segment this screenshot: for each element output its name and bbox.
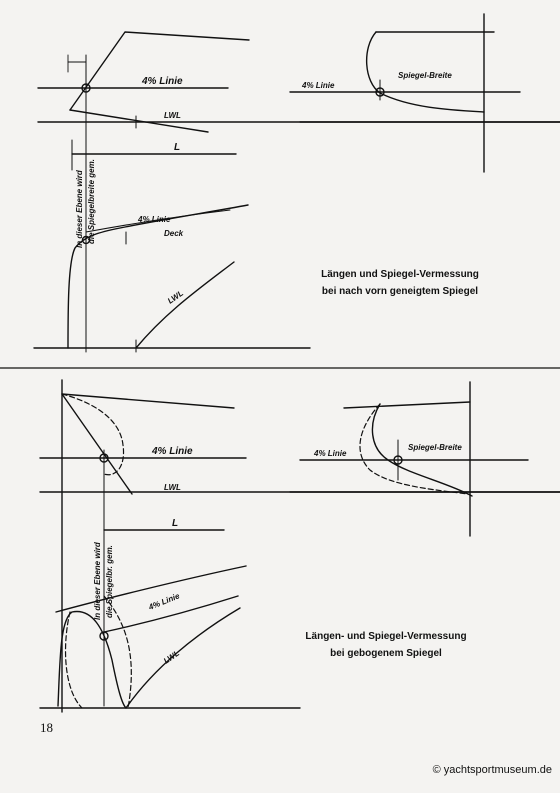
bottom-stern-dashed-curve: [359, 403, 469, 495]
bottom-plan-dashed-1: [64, 611, 83, 709]
top-stern-4pct-label: 4% Linie: [301, 81, 335, 90]
top-l-label: L: [174, 142, 180, 153]
top-plan-view: [33, 204, 311, 353]
top-side-elevation: [37, 31, 560, 353]
bottom-plan-4pct-label: 4% Linie: [146, 591, 181, 612]
bottom-plan-view: [39, 565, 301, 709]
top-caption-line-1: Längen und Spiegel-Vermessung: [321, 269, 479, 280]
bottom-stern-breite-label: Spiegel-Breite: [408, 443, 462, 452]
top-plan-deck-label: Deck: [164, 229, 184, 238]
bottom-caption: Längen- und Spiegel-Vermessung bei gebog…: [266, 628, 506, 662]
bottom-stern-deck-line: [343, 401, 471, 409]
top-plane-label-1: In dieser Ebene wird: [75, 169, 84, 248]
bottom-plan-intersection-marker: [99, 631, 109, 641]
watermark: © yachtsportmuseum.de: [432, 764, 552, 776]
bottom-4pct-label: 4% Linie: [151, 446, 193, 457]
top-stern-view: [289, 13, 560, 173]
bottom-side-intersection-marker: [99, 453, 109, 463]
bottom-plane-label-1: In dieser Ebene wird: [93, 541, 102, 620]
bottom-plan-hull-curve: [57, 610, 127, 709]
bottom-caption-line-2: bei gebogenem Spiegel: [330, 648, 442, 659]
bottom-lwl-label: LWL: [164, 483, 181, 492]
top-bottom-line: [69, 109, 209, 133]
top-lwl-label: LWL: [164, 111, 181, 120]
bottom-plane-label-2: die Spiegelbr. gem.: [105, 545, 114, 618]
bottom-side-elevation: [39, 379, 560, 713]
top-plan-4pct-label: 4% Linie: [137, 215, 171, 224]
bottom-sheer-line: [61, 393, 235, 409]
top-side-intersection-marker: [81, 83, 91, 93]
bottom-plan-deck-curve: [55, 565, 247, 613]
bottom-l-label: L: [172, 518, 178, 529]
top-plan-lwl-curve: [135, 261, 235, 349]
top-transom-profile: [69, 31, 250, 111]
top-plane-label-2: die Spiegelbreite gem.: [87, 159, 96, 244]
bottom-transom-dashed-curve: [61, 393, 125, 476]
top-plan-intersection-marker: [81, 235, 91, 245]
bottom-plan-dashed-2: [103, 595, 132, 709]
top-plan-4pct-curve: [85, 209, 231, 233]
bottom-transom-diagonal: [61, 393, 133, 495]
bottom-stern-4pct-label: 4% Linie: [313, 449, 347, 458]
bottom-plan-lwl-curve: [125, 607, 241, 709]
top-4pct-label: 4% Linie: [141, 76, 183, 87]
top-stern-breite-label: Spiegel-Breite: [398, 71, 452, 80]
bottom-plan-4pct-curve: [103, 595, 239, 633]
top-caption-line-2: bei nach vorn geneigtem Spiegel: [321, 286, 479, 297]
top-caption: Längen und Spiegel-Vermessung bei nach v…: [280, 266, 520, 300]
bottom-caption-line-1: Längen- und Spiegel-Vermessung: [305, 631, 467, 642]
bottom-stern-view: [289, 381, 560, 537]
page-number: 18: [40, 720, 53, 735]
